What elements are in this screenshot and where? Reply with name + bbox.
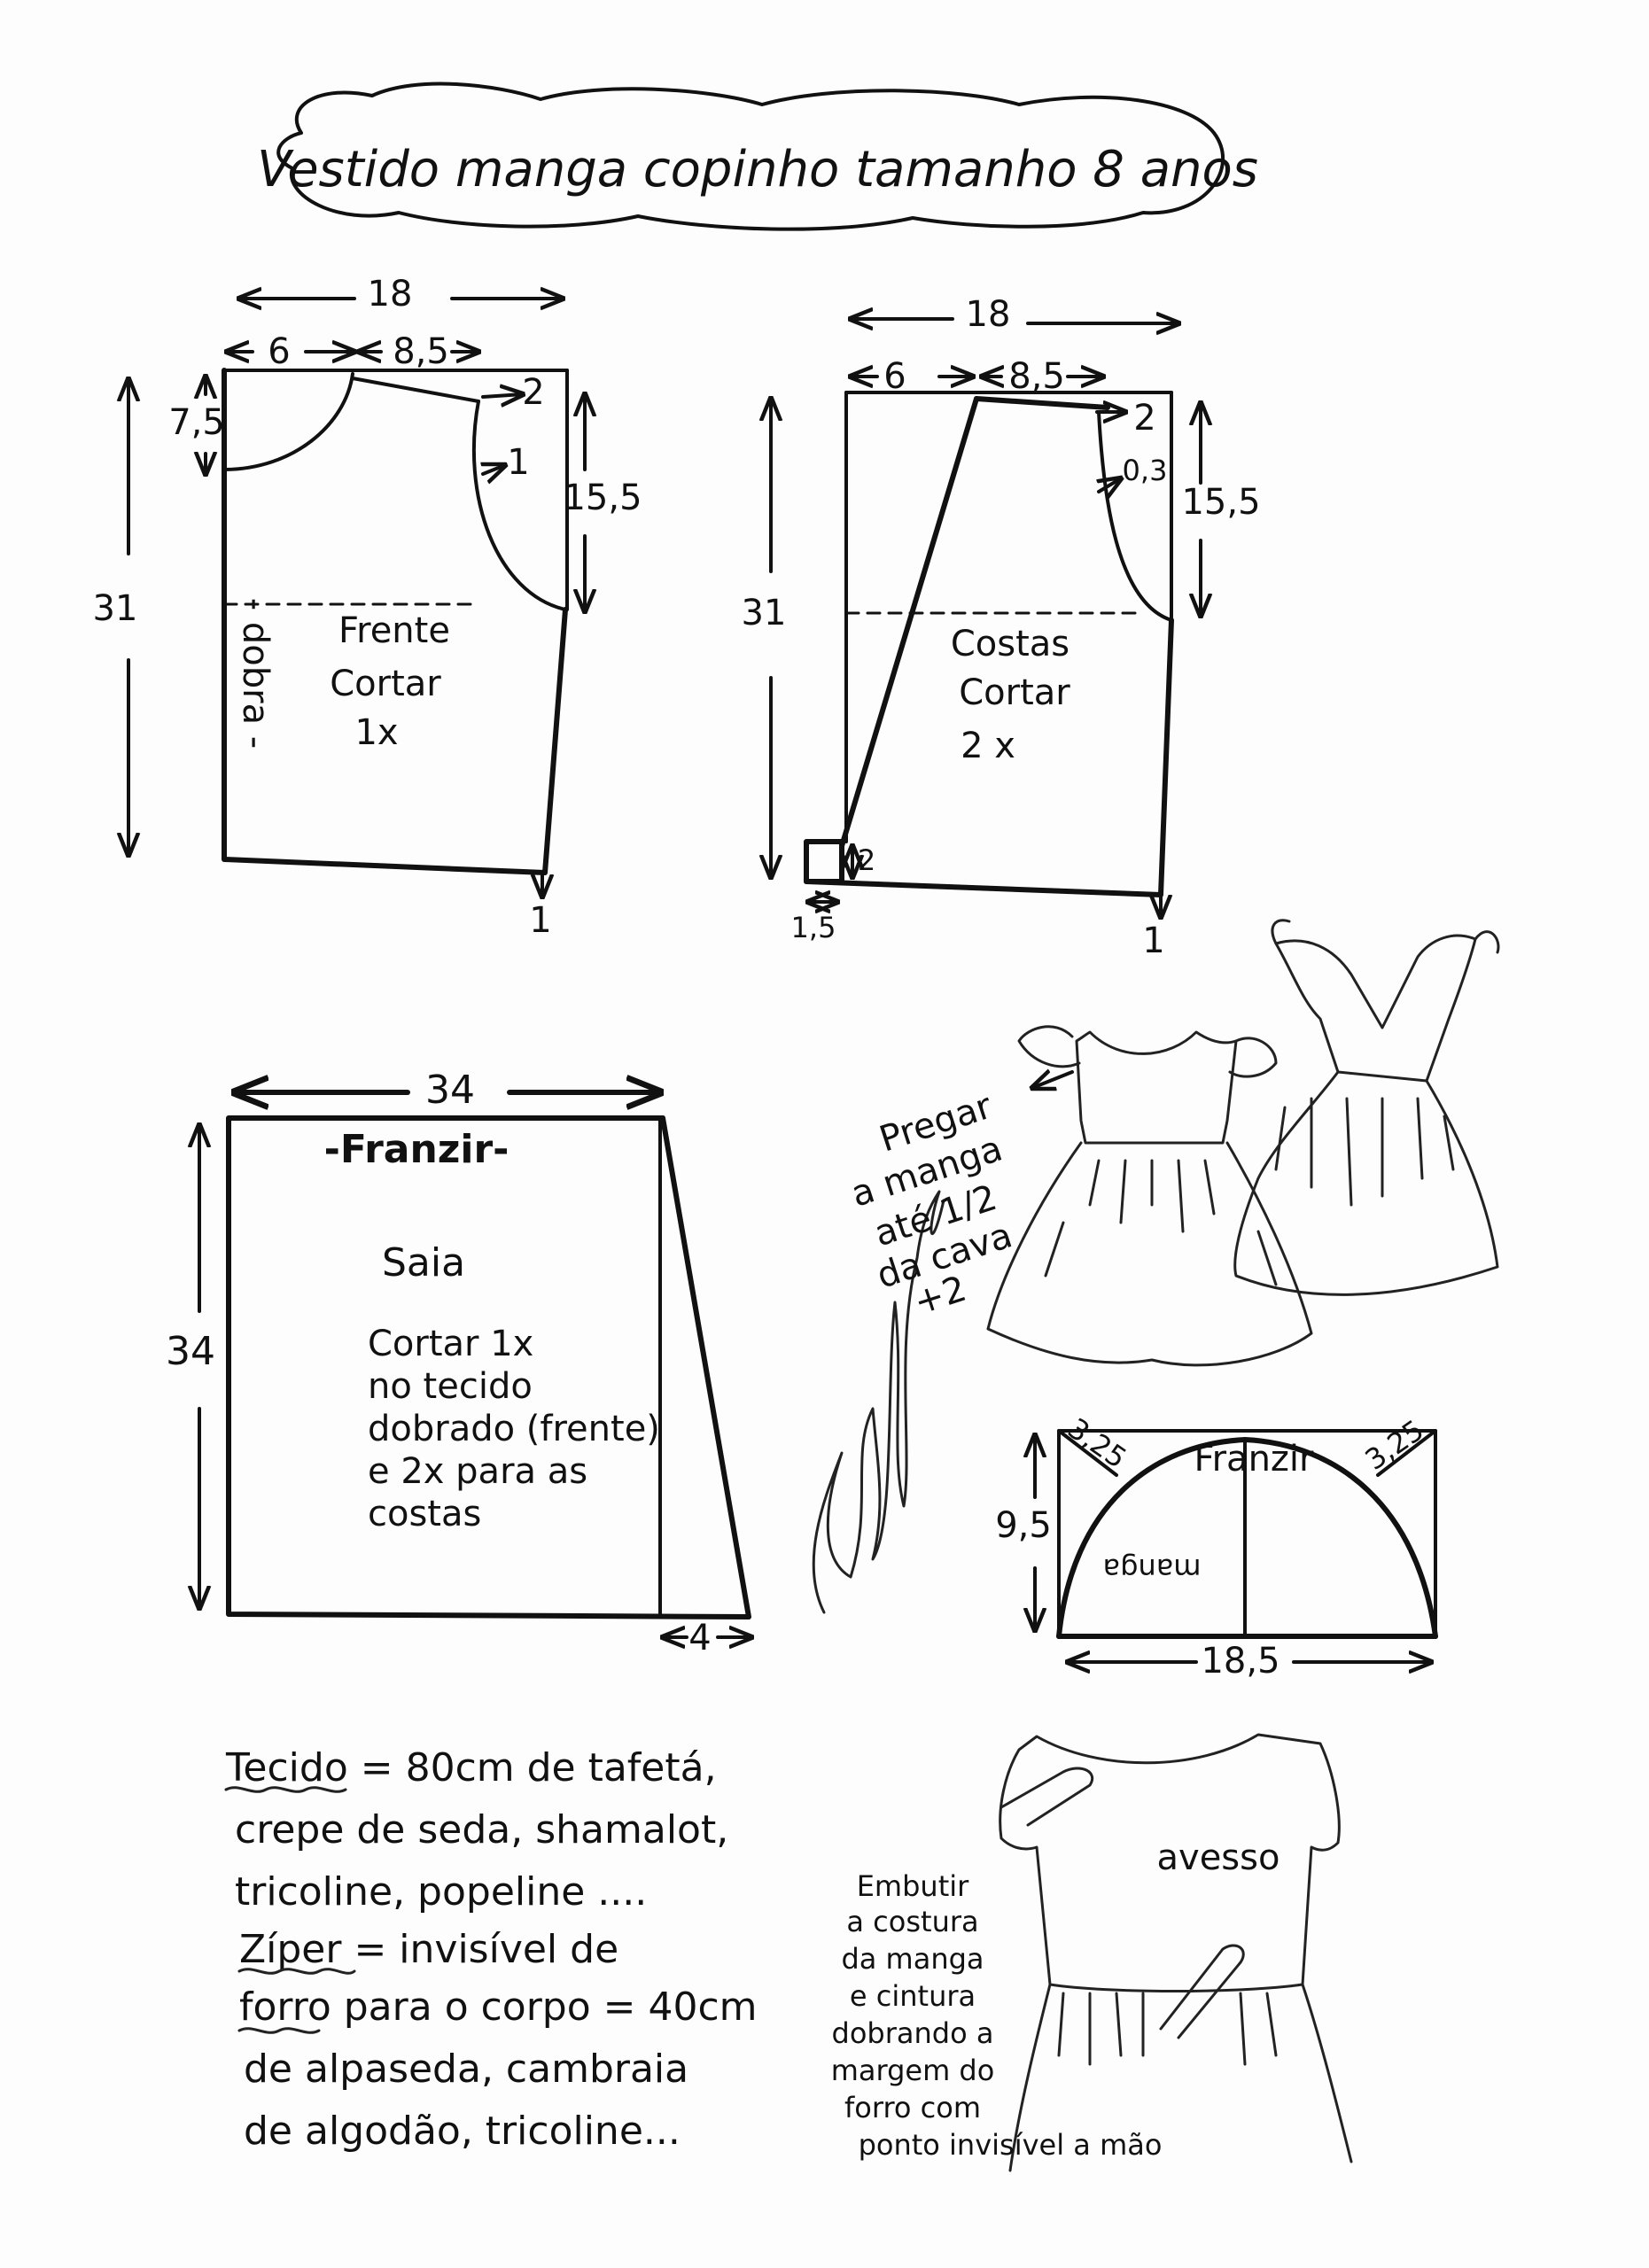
front-armhole-depth-label: 15,5: [563, 478, 642, 518]
materials-notes: Tecido = 80cm de tafetá, crepe de seda, …: [224, 1745, 758, 2154]
lining-note-line: dobrando a: [832, 2016, 994, 2050]
front-length-label: 31: [93, 588, 138, 629]
front-fold-label: - dobra -: [235, 598, 276, 750]
front-neck-depth-label: 7,5: [168, 402, 225, 443]
front-armhole-arrow: [483, 465, 505, 474]
front-shoulder-width-label: 8,5: [393, 331, 449, 372]
lining-note-line: margem do: [831, 2054, 995, 2087]
front-armhole-curve-label: 1: [507, 442, 529, 483]
lining-note-line: Embutir: [857, 1869, 969, 1903]
skirt-instruction-line: costas: [368, 1494, 481, 1534]
skirt-gather-label: -Franzir-: [324, 1127, 509, 1172]
lining-note-line: ponto invisível a mão: [859, 2128, 1163, 2162]
sleeve-name: manga: [1103, 1552, 1202, 1586]
back-shoulder-drop-label: 2: [1133, 398, 1155, 439]
lining-note-line: forro com: [844, 2091, 981, 2124]
back-step-height-label: 2: [858, 843, 875, 877]
materials-line: crepe de seda, shamalot,: [235, 1807, 728, 1852]
front-cut-label: Cortar: [330, 664, 441, 704]
back-width-label: 18: [966, 294, 1011, 335]
sleeve-height-label: 9,5: [995, 1505, 1052, 1546]
materials-line: de algodão, tricoline...: [244, 2109, 681, 2154]
front-shoulder-drop-label: 2: [522, 372, 544, 413]
skirt-instruction-line: e 2x para as: [368, 1451, 587, 1492]
sleeve-width-label: 18,5: [1201, 1641, 1280, 1682]
front-hem-flare-label: 1: [529, 900, 551, 941]
materials-line: de alpaseda, cambraia: [244, 2047, 688, 2092]
lining-sketch: avesso Embutir a costura da manga e cint…: [831, 1733, 1353, 2172]
lining-note-line: da manga: [841, 1942, 984, 1976]
materials-line: tricoline, popeline ....: [235, 1869, 647, 1915]
materials-line: forro para o corpo = 40cm: [239, 1984, 758, 2030]
back-hem-flare-label: 1: [1142, 920, 1164, 961]
back-step-width-label: 1,5: [791, 911, 836, 944]
back-piece-name: Costas: [951, 624, 1070, 664]
front-cut-count: 1x: [354, 712, 398, 753]
back-cut-count: 2 x: [961, 726, 1015, 766]
materials-line: Tecido = 80cm de tafetá,: [225, 1745, 717, 1790]
back-armhole-arrow: [1099, 478, 1121, 492]
skirt-height-label: 34: [166, 1329, 215, 1374]
front-width-label: 18: [368, 274, 413, 315]
back-cut-label: Cortar: [959, 672, 1070, 713]
back-neck-width-label: 6: [883, 356, 906, 397]
lining-note-line: a costura: [846, 1905, 978, 1938]
skirt-flare-label: 4: [688, 1618, 711, 1658]
sleeve-placement-arrow: [1032, 1072, 1074, 1088]
sleeve-corner-left-label: 3,25: [1062, 1411, 1132, 1475]
dress-front-sketch: Pregar a manga até 1/2 da cava +2: [846, 919, 1500, 1367]
materials-line: Zíper = invisível de: [239, 1927, 618, 1972]
front-piece-name: Frente: [338, 610, 450, 651]
skirt-pattern: 34 34 -Franzir- Saia Cortar 1x no tecido…: [166, 1068, 751, 1658]
front-bodice-pattern: 18 6 8,5 7,5 2 1 15,5 31 - dobra - Frent…: [93, 274, 642, 941]
title-cloud: Vestido manga copinho tamanho 8 anos: [257, 82, 1258, 231]
sleeve-gather-label: Franzir: [1194, 1439, 1315, 1480]
skirt-width-label: 34: [425, 1068, 475, 1113]
sleeve-corner-right-label: 3,25: [1359, 1413, 1430, 1477]
designer-signature: [812, 1190, 945, 1614]
skirt-instruction-line: dobrado (frente): [368, 1409, 660, 1449]
skirt-name: Saia: [382, 1240, 465, 1285]
front-shoulder-drop-arrow: [481, 394, 523, 397]
skirt-instruction-line: no tecido: [368, 1366, 533, 1407]
front-neck-width-label: 6: [268, 331, 290, 372]
lining-note-line: e cintura: [850, 1979, 976, 2013]
sleeve-pattern: 3,25 3,25 Franzir manga 9,5 18,5: [995, 1411, 1438, 1682]
back-shoulder-width-label: 8,5: [1008, 356, 1065, 397]
page-title: Vestido manga copinho tamanho 8 anos: [257, 141, 1258, 198]
lining-inside-label: avesso: [1157, 1837, 1280, 1878]
skirt-instruction-line: Cortar 1x: [368, 1324, 533, 1364]
back-armhole-depth-label: 15,5: [1181, 482, 1260, 523]
back-length-label: 31: [742, 593, 787, 633]
back-armhole-curve-label: 0,3: [1123, 454, 1168, 487]
back-bodice-pattern: 18 6 8,5 2 0,3 15,5 31 Costas Cortar 2 x…: [742, 294, 1261, 961]
